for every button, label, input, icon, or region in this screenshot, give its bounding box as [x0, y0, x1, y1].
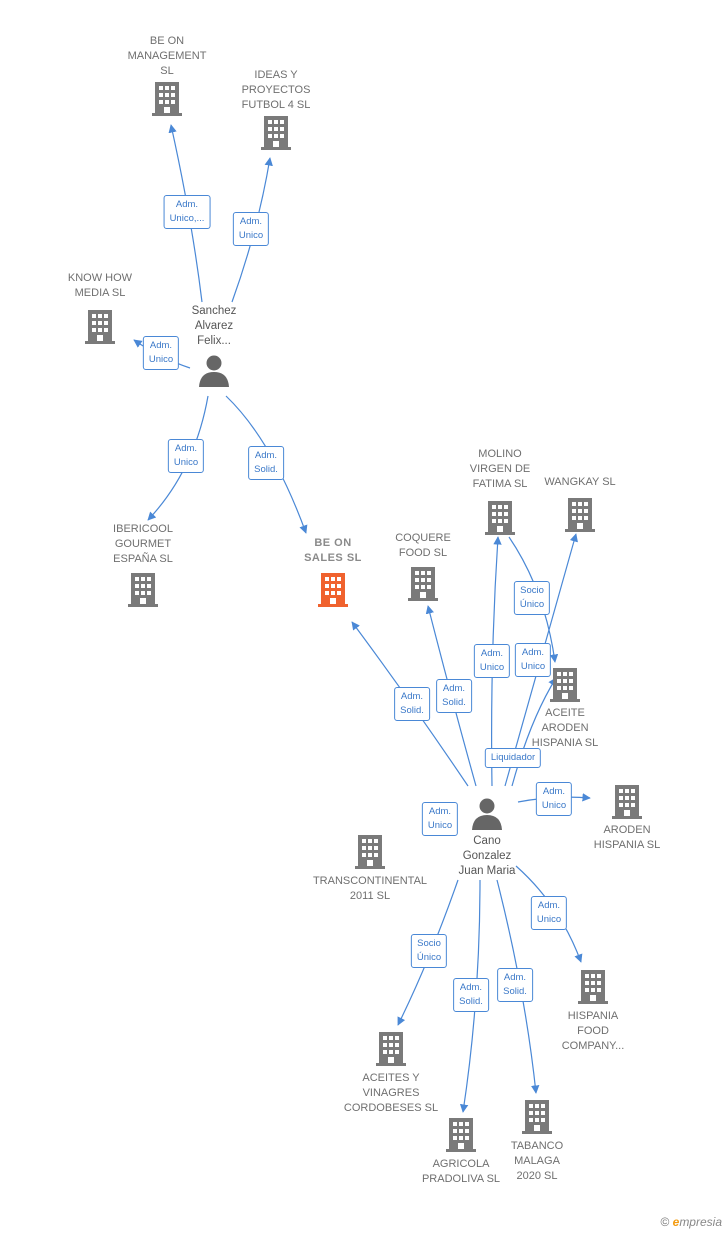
building-icon — [85, 310, 115, 344]
relation-label[interactable]: Adm.Unico,... — [163, 195, 211, 229]
building-icon — [612, 785, 642, 819]
relation-label[interactable]: Adm.Unico — [142, 336, 180, 370]
relation-label[interactable]: Adm.Unico — [232, 212, 270, 246]
relation-label[interactable]: Adm.Unico — [535, 782, 573, 816]
relation-label[interactable]: Adm.Solid. — [453, 978, 489, 1012]
building-icon — [261, 116, 291, 150]
building-icon — [318, 573, 348, 607]
relation-label[interactable]: Adm.Unico — [473, 644, 511, 678]
company-name: WANGKAY SL — [544, 476, 616, 488]
building-icon — [565, 498, 595, 532]
building-icon — [578, 970, 608, 1004]
company-wangkay[interactable]: WANGKAY SL — [515, 475, 645, 532]
building-icon — [485, 501, 515, 535]
building-icon — [522, 1100, 552, 1134]
relation-label[interactable]: Adm.Unico — [530, 896, 568, 930]
building-icon — [446, 1118, 476, 1152]
building-icon — [128, 573, 158, 607]
relation-label[interactable]: Liquidador — [484, 748, 542, 768]
edge-cano-aceite-aroden — [511, 677, 557, 787]
relation-label[interactable]: Adm.Solid. — [394, 687, 430, 721]
building-icon — [408, 567, 438, 601]
building-icon — [355, 835, 385, 869]
relation-label[interactable]: Adm.Unico — [167, 439, 205, 473]
relation-label[interactable]: Adm.Unico — [421, 802, 459, 836]
brand-initial: e — [672, 1215, 680, 1229]
brand-logo[interactable]: © empresia — [660, 1215, 722, 1229]
relation-label[interactable]: Adm.Solid. — [497, 968, 533, 1002]
relation-label[interactable]: Adm.Solid. — [436, 679, 472, 713]
person-icon — [199, 355, 229, 387]
copyright-symbol: © — [660, 1215, 670, 1229]
relation-label[interactable]: Adm.Solid. — [248, 446, 284, 480]
building-icon — [376, 1032, 406, 1066]
brand-name: mpresia — [679, 1215, 722, 1229]
relation-label[interactable]: Adm.Unico — [514, 643, 552, 677]
person-icon — [472, 798, 502, 830]
building-icon — [550, 668, 580, 702]
building-icon — [152, 82, 182, 116]
